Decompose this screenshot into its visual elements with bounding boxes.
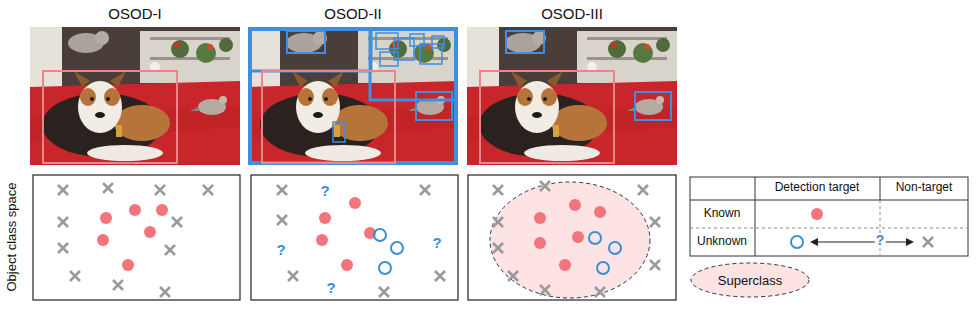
legend-table bbox=[690, 177, 968, 256]
known-dot bbox=[534, 237, 546, 249]
known-dot bbox=[122, 259, 134, 271]
non-target-mark bbox=[172, 217, 182, 227]
known-dot bbox=[144, 226, 156, 238]
non-target-mark bbox=[650, 260, 660, 270]
unknown-ring bbox=[374, 229, 386, 241]
non-target-mark bbox=[420, 185, 430, 195]
non-target-mark bbox=[508, 271, 518, 281]
non-target-mark bbox=[379, 287, 389, 297]
row-header: Unknown bbox=[697, 235, 747, 248]
unknown-ring bbox=[609, 242, 621, 254]
non-target-mark bbox=[155, 185, 165, 195]
known-dot bbox=[594, 206, 606, 218]
unknown-mark: ? bbox=[276, 242, 285, 259]
known-dot bbox=[100, 212, 112, 224]
non-target-mark bbox=[277, 215, 287, 225]
row-header: Known bbox=[704, 207, 741, 220]
class-marks bbox=[58, 181, 933, 297]
known-dot bbox=[349, 197, 361, 209]
unknown-ring bbox=[391, 242, 403, 254]
known-box bbox=[480, 71, 614, 163]
table-header: Non-target bbox=[896, 181, 953, 194]
unknown-ring bbox=[597, 262, 609, 274]
unknown-mark: ? bbox=[320, 183, 329, 200]
known-box bbox=[262, 71, 395, 163]
non-target-mark bbox=[203, 185, 213, 195]
non-target-mark bbox=[160, 287, 170, 297]
non-target-mark bbox=[58, 243, 68, 253]
non-target-mark bbox=[540, 181, 550, 191]
unknown-mark: ? bbox=[326, 280, 335, 297]
panel-title: OSOD-III bbox=[541, 6, 603, 23]
unknown-box bbox=[506, 31, 544, 53]
non-target-mark bbox=[493, 243, 503, 253]
panel-title: OSOD-II bbox=[324, 6, 382, 23]
non-target-mark bbox=[540, 285, 550, 295]
known-dot bbox=[534, 212, 546, 224]
known-dot bbox=[341, 259, 353, 271]
non-target-mark bbox=[493, 185, 503, 195]
known-dot bbox=[319, 212, 331, 224]
axis-label: Object class space bbox=[5, 182, 19, 291]
non-target-mark bbox=[595, 287, 605, 297]
non-target-mark bbox=[923, 237, 933, 247]
non-target-mark bbox=[650, 217, 660, 227]
known-dot bbox=[572, 231, 584, 243]
non-target-mark bbox=[103, 183, 113, 193]
unknown-mark: ? bbox=[875, 233, 886, 248]
unknown-mark: ? bbox=[432, 235, 441, 252]
table-header: Detection target bbox=[775, 181, 860, 194]
non-target-mark bbox=[288, 271, 298, 281]
non-target-mark bbox=[58, 185, 68, 195]
known-box bbox=[43, 71, 177, 163]
known-dot bbox=[156, 204, 168, 216]
unknown-ring bbox=[379, 262, 391, 274]
non-target-mark bbox=[277, 185, 287, 195]
photo-panel bbox=[30, 27, 677, 165]
known-dot bbox=[316, 234, 328, 246]
node-text: Superclass bbox=[718, 273, 782, 288]
superclass-ellipse: Superclass bbox=[690, 262, 810, 298]
non-target-mark bbox=[58, 217, 68, 227]
non-target-mark bbox=[70, 271, 80, 281]
unknown-ring bbox=[589, 232, 601, 244]
non-target-mark bbox=[113, 280, 123, 290]
known-dot bbox=[559, 259, 571, 271]
class-space-panel bbox=[33, 175, 676, 300]
unknown-box bbox=[635, 92, 671, 120]
non-target-mark bbox=[435, 271, 445, 281]
known-dot bbox=[129, 204, 141, 216]
non-target-mark bbox=[493, 217, 503, 227]
unknown-boxes bbox=[250, 29, 456, 163]
panel-title: OSOD-I bbox=[108, 6, 161, 23]
known-dot bbox=[569, 199, 581, 211]
non-target-mark bbox=[165, 245, 175, 255]
known-dot bbox=[97, 234, 109, 246]
non-target-mark bbox=[638, 185, 648, 195]
